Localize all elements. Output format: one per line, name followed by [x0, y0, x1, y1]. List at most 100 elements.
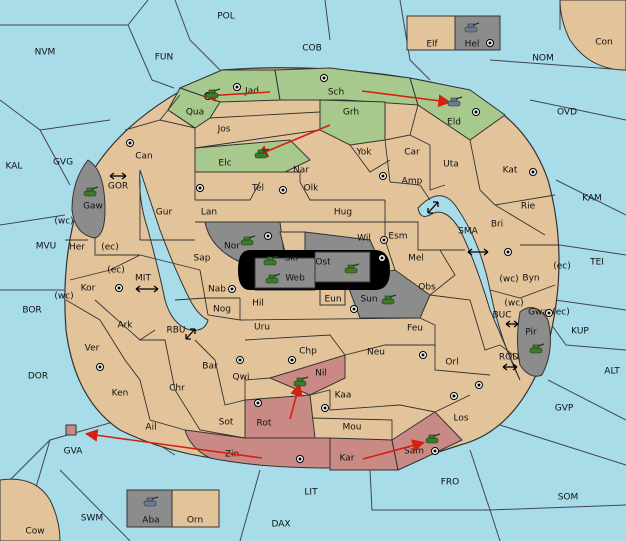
sea-label-nvm[interactable]: NVM: [35, 48, 56, 58]
land-label-hel[interactable]: Hel: [465, 40, 480, 50]
land-label-ark[interactable]: Ark: [117, 321, 133, 331]
land-label-mou[interactable]: Mou: [343, 423, 362, 433]
sea-label-gvg[interactable]: GVG: [53, 158, 73, 168]
sea-label-buc[interactable]: BUC: [492, 311, 511, 321]
land-label-obs[interactable]: Obs: [418, 283, 436, 293]
land-label-sam[interactable]: Sam: [404, 447, 424, 457]
land-label-ost[interactable]: Ost: [315, 258, 331, 268]
land-label-gwa[interactable]: Gwa: [528, 308, 548, 318]
land-label-neu[interactable]: Neu: [367, 348, 385, 358]
land-label-tel[interactable]: Tel: [251, 184, 264, 194]
land-label-nar[interactable]: Nar: [293, 166, 309, 176]
sea-label-alt[interactable]: ALT: [604, 367, 620, 377]
land-label-los[interactable]: Los: [453, 414, 468, 424]
land-label-jos[interactable]: Jos: [217, 125, 231, 135]
land-label-elc[interactable]: Elc: [218, 159, 231, 169]
sea-label-gva[interactable]: GVA: [64, 447, 84, 457]
sea-label-fro[interactable]: FRO: [441, 478, 460, 488]
land-label-aba[interactable]: Aba: [142, 516, 159, 526]
sea-label-som[interactable]: SOM: [558, 493, 579, 503]
land-label-chr[interactable]: Chr: [169, 384, 185, 394]
sea-label-gor[interactable]: GOR: [108, 182, 128, 192]
land-label-bri[interactable]: Bri: [491, 220, 503, 230]
ost-overlay[interactable]: [314, 251, 371, 283]
sea-label-cob[interactable]: COB: [302, 44, 322, 54]
land-label-nor[interactable]: Nor: [224, 242, 240, 252]
land-label-mel[interactable]: Mel: [408, 254, 424, 264]
land-label-kar[interactable]: Kar: [340, 454, 355, 464]
sea-label-fun[interactable]: FUN: [155, 53, 174, 63]
skr-territory[interactable]: [279, 231, 306, 253]
land-label-rot[interactable]: Rot: [257, 419, 272, 429]
con-territory[interactable]: [559, 0, 626, 71]
sea-label-tei[interactable]: TEI: [589, 258, 604, 268]
land-label-lan[interactable]: Lan: [201, 208, 217, 218]
sea-label-kup[interactable]: KUP: [571, 327, 589, 337]
sea-label-nom[interactable]: NOM: [532, 54, 554, 64]
land-label-nab[interactable]: Nab: [208, 285, 226, 295]
sea-label-mit[interactable]: MIT: [135, 274, 151, 284]
eld-territory[interactable]: [409, 77, 506, 141]
land-label-qwi[interactable]: Qwi: [233, 373, 250, 383]
land-label-kor[interactable]: Kor: [81, 284, 96, 294]
land-label-kaa[interactable]: Kaa: [335, 391, 352, 401]
sea-label-kam[interactable]: KAM: [582, 194, 602, 204]
land-label-elf[interactable]: Elf: [426, 40, 438, 50]
land-label-wil[interactable]: Wil: [357, 234, 371, 244]
sea-label-lit[interactable]: LIT: [304, 488, 318, 498]
land-label-hug[interactable]: Hug: [334, 208, 352, 218]
land-label-esm[interactable]: Esm: [388, 232, 407, 242]
land-label-grh[interactable]: Grh: [343, 108, 359, 118]
land-label-orn[interactable]: Orn: [187, 516, 203, 526]
sea-label-rod[interactable]: ROD: [499, 353, 519, 363]
land-label-skr[interactable]: Skr: [285, 254, 300, 264]
sea-label-dax[interactable]: DAX: [271, 520, 290, 530]
land-label-ver[interactable]: Ver: [85, 344, 100, 354]
land-label-amp[interactable]: Amp: [402, 177, 423, 187]
land-label-jad[interactable]: Jad: [244, 87, 259, 97]
grh-territory[interactable]: [319, 99, 386, 146]
land-label-sap[interactable]: Sap: [194, 254, 211, 264]
land-label-sun[interactable]: Sun: [360, 295, 377, 305]
land-label-ken[interactable]: Ken: [112, 389, 129, 399]
sea-label-kal[interactable]: KAL: [6, 162, 23, 172]
land-label-orl[interactable]: Orl: [445, 358, 458, 368]
sea-label-bor[interactable]: BOR: [22, 306, 41, 316]
aba-territory[interactable]: [126, 489, 173, 528]
sea-label-ovd[interactable]: OVD: [557, 108, 577, 118]
land-label-sch[interactable]: Sch: [328, 88, 344, 98]
land-label-yok[interactable]: Yok: [355, 148, 372, 158]
land-label-uru[interactable]: Uru: [254, 323, 270, 333]
land-label-bar[interactable]: Bar: [202, 362, 218, 372]
sea-label-con[interactable]: Con: [595, 38, 613, 48]
land-label-car[interactable]: Car: [404, 148, 420, 158]
sea-label-sma[interactable]: SMA: [458, 227, 478, 237]
land-label-nil[interactable]: Nil: [315, 369, 327, 379]
land-label-pir[interactable]: Pir: [525, 328, 537, 338]
sea-label-dor[interactable]: DOR: [28, 372, 48, 382]
orn-territory[interactable]: [171, 489, 220, 528]
zin-territory[interactable]: [184, 429, 331, 469]
land-label-rie[interactable]: Rie: [521, 202, 536, 212]
sea-label-mvu[interactable]: MVU: [36, 242, 57, 252]
sea-label-rbu[interactable]: RBU: [166, 326, 185, 336]
land-label-can[interactable]: Can: [135, 152, 153, 162]
land-label-web[interactable]: Web: [285, 274, 305, 284]
land-label-byn[interactable]: Byn: [522, 274, 539, 284]
land-label-her[interactable]: Her: [69, 243, 85, 253]
land-label-kat[interactable]: Kat: [503, 166, 518, 176]
sea-label-gvp[interactable]: GVP: [555, 404, 574, 414]
sea-label-swm[interactable]: SWM: [81, 514, 103, 524]
land-label-uta[interactable]: Uta: [443, 160, 459, 170]
land-label-qua[interactable]: Qua: [186, 108, 204, 118]
land-label-gur[interactable]: Gur: [156, 208, 173, 218]
land-label-gaw[interactable]: Gaw: [83, 202, 103, 212]
land-label-sot[interactable]: Sot: [219, 418, 234, 428]
land-label-chp[interactable]: Chp: [299, 347, 317, 357]
land-label-eld[interactable]: Eld: [447, 118, 461, 128]
sea-label-pol[interactable]: POL: [217, 12, 235, 22]
pir-territory[interactable]: [517, 307, 551, 377]
land-label-hil[interactable]: Hil: [252, 299, 264, 309]
cow-territory[interactable]: [0, 478, 61, 541]
land-label-eun[interactable]: Eun: [324, 295, 341, 305]
